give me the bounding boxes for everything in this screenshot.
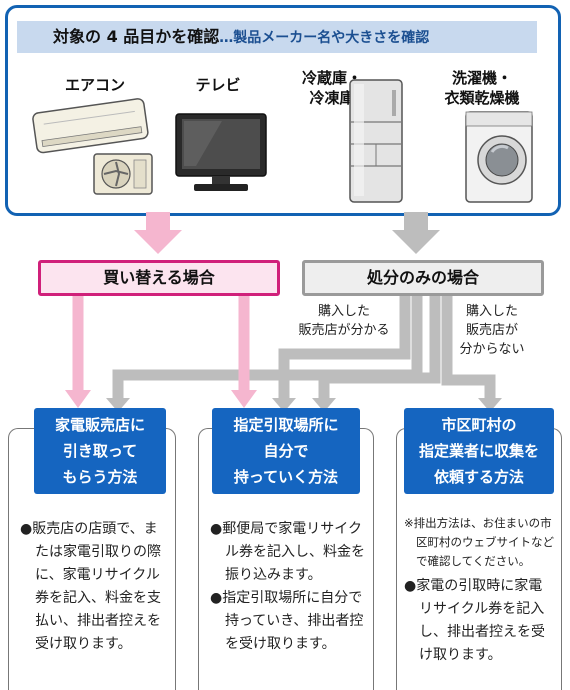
case-dispose-only: 処分のみの場合: [302, 260, 544, 296]
gray-path-unknown-to-city: [441, 295, 496, 398]
method-desc-store: ●販売店の店頭で、または家電引取りの際に、家電リサイクル券を記入、料金を支払い、…: [20, 518, 170, 656]
gray-path-unknown-to-site: [318, 295, 441, 398]
item-label-fridge: 冷蔵庫・冷凍庫: [301, 69, 362, 107]
method-title-site: 指定引取場所に自分で持っていく方法: [212, 408, 360, 494]
method-desc-city-note: ※排出方法は、お住まいの市区町村のウェブサイトなどで確認してください。: [404, 516, 554, 568]
item-label-washer: 洗濯機・衣類乾燥機: [444, 69, 520, 107]
method-desc-city-item: ●家電の引取時に家電リサイクル券を記入し、排出者控えを受け取ります。: [404, 578, 545, 663]
air-conditioner-icon: [32, 98, 153, 195]
check-items-title: 対象の 4 品目かを確認: [53, 27, 220, 46]
washing-machine-icon: [465, 111, 533, 203]
method-desc-site-item-1: ●郵便局で家電リサイクル券を記入し、料金を振り込みます。: [210, 521, 365, 583]
check-items-header: 対象の 4 品目かを確認…製品メーカー名や大きさを確認: [17, 21, 537, 53]
case-replace: 買い替える場合: [38, 260, 280, 296]
arrow-to-buy: [134, 212, 182, 254]
method-title-city: 市区町村の指定業者に収集を依頼する方法: [404, 408, 554, 494]
check-items-subtitle: …製品メーカー名や大きさを確認: [219, 30, 430, 46]
method-desc-site-item-2: ●指定引取場所に自分で持っていき、排出者控を受け取ります。: [210, 590, 364, 652]
path-note-store-unknown: 購入した販売店が分からない: [459, 304, 525, 357]
gray-path-known-to-site: [278, 295, 411, 398]
arrow-to-dispose: [392, 212, 440, 254]
gray-path-known-to-store: [112, 295, 423, 398]
method-desc-store-item: ●販売店の店頭で、または家電引取りの際に、家電リサイクル券を記入、料金を支払い、…: [20, 521, 161, 652]
refrigerator-icon: [349, 79, 403, 203]
method-desc-city: ※排出方法は、お住まいの市区町村のウェブサイトなどで確認してください。 ●家電の…: [404, 514, 556, 667]
method-title-store: 家電販売店に引き取ってもらう方法: [34, 408, 166, 494]
item-label-tv: テレビ: [195, 76, 241, 94]
path-note-store-known: 購入した販売店が分かる: [298, 304, 390, 338]
television-icon: [175, 113, 267, 191]
item-label-aircon: エアコン: [64, 76, 125, 94]
method-desc-site: ●郵便局で家電リサイクル券を記入し、料金を振り込みます。 ●指定引取場所に自分で…: [210, 518, 368, 656]
